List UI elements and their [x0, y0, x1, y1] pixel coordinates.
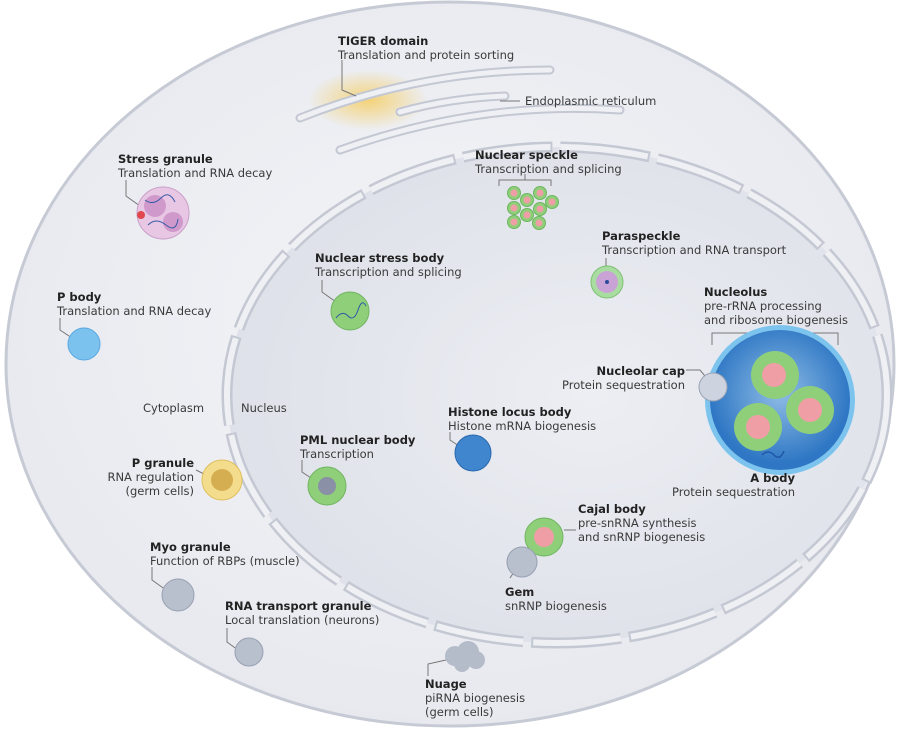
desc: (germ cells)	[125, 484, 194, 498]
nucleus	[227, 147, 887, 643]
histone-locus-body	[454, 434, 492, 472]
title: Nuclear speckle	[475, 148, 578, 162]
nuclear-envelope-inner	[224, 144, 890, 646]
desc: Transcription and splicing	[475, 162, 622, 176]
desc: pre-rRNA processing	[704, 299, 822, 313]
desc: Function of RBPs (muscle)	[150, 554, 300, 568]
speckle-core	[523, 196, 531, 204]
title: P granule	[131, 456, 194, 470]
title: A body	[750, 471, 795, 485]
title: Nuage	[425, 677, 467, 691]
pml-core	[318, 477, 336, 495]
cajal-core	[534, 527, 554, 547]
desc: and ribosome biogenesis	[704, 313, 848, 327]
desc: Protein sequestration	[671, 485, 795, 499]
title: Endoplasmic reticulum	[525, 94, 657, 108]
title: P body	[57, 290, 102, 304]
label-cytoplasm: Cytoplasm	[143, 401, 205, 415]
p-body	[67, 327, 101, 361]
tiger-domain-glow	[308, 70, 428, 130]
desc: Translation and RNA decay	[118, 166, 273, 180]
p-granule-core	[211, 469, 233, 491]
stress-granule	[136, 186, 190, 240]
title: RNA transport granule	[225, 599, 372, 613]
desc: Local translation (neurons)	[225, 613, 380, 627]
er-inner	[297, 67, 623, 153]
desc: Transcription and RNA transport	[602, 243, 787, 257]
title: Cajal body	[578, 502, 646, 516]
title: Gem	[505, 585, 535, 599]
title: TIGER domain	[338, 34, 429, 48]
title: Nuclear stress body	[315, 251, 445, 265]
desc: pre-snRNA synthesis	[578, 516, 697, 530]
speckle-core	[536, 189, 544, 197]
nucleolar-cap	[698, 372, 728, 402]
nuclear-speckle	[507, 186, 559, 230]
label-nucleus: Nucleus	[241, 401, 287, 415]
speckle-core	[510, 218, 518, 226]
speckle-core	[536, 205, 544, 213]
nuage	[445, 641, 485, 672]
paraspeckle	[590, 265, 624, 299]
speckle-core	[548, 198, 556, 206]
title: Myo granule	[150, 540, 231, 554]
desc: and snRNP biogenesis	[578, 530, 706, 544]
title: Nucleolus	[704, 285, 768, 299]
desc: Transcription and splicing	[315, 265, 462, 279]
nucleolus	[705, 325, 855, 475]
desc: Transcription	[300, 447, 374, 461]
desc: Translation and RNA decay	[57, 304, 212, 318]
rna-transport-granule	[234, 637, 264, 667]
desc: RNA regulation	[107, 470, 194, 484]
title: Histone locus body	[448, 405, 572, 419]
speckle-core	[510, 204, 518, 212]
nuclear-stress-body-rna	[335, 302, 367, 319]
gem	[506, 546, 538, 578]
desc: Histone mRNA biogenesis	[448, 419, 597, 433]
speckle-core	[523, 211, 531, 219]
myo-granule	[161, 578, 195, 612]
title: Paraspeckle	[602, 229, 681, 243]
speckle-core	[510, 189, 518, 197]
title: PML nuclear body	[300, 433, 416, 447]
desc: Translation and protein sorting	[338, 48, 515, 62]
desc: (germ cells)	[425, 705, 494, 719]
label-er: Endoplasmic reticulum	[525, 94, 656, 108]
desc: Protein sequestration	[561, 378, 685, 392]
nuclear-stress-body	[330, 291, 370, 331]
desc: snRNP biogenesis	[505, 599, 607, 613]
desc: piRNA biogenesis	[425, 691, 526, 705]
speckle-core	[535, 219, 543, 227]
title: Stress granule	[118, 152, 213, 166]
title: Nucleolar cap	[596, 364, 685, 378]
